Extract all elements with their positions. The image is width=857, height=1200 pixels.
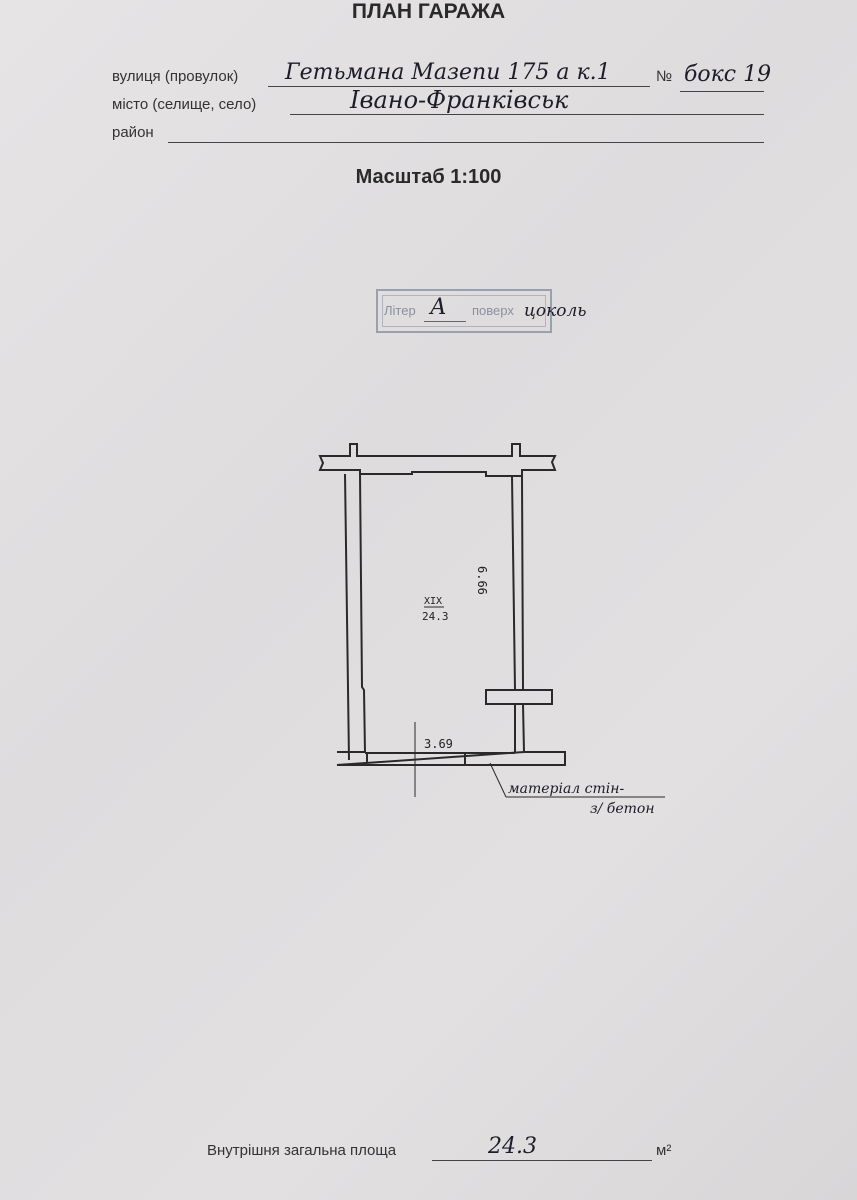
district-label: район <box>112 124 154 141</box>
stamp-letter-label: Літер <box>384 303 416 318</box>
length-dimension: 6.66 <box>475 566 489 595</box>
top-wall <box>318 443 557 477</box>
stamp: Літер А поверх цоколь <box>376 289 587 333</box>
leader-line <box>489 762 507 798</box>
street-label: вулиця (провулок) <box>112 68 239 85</box>
number-value: бокс 19 <box>684 62 772 87</box>
total-area-underline <box>432 1160 652 1161</box>
city-underline <box>290 114 764 115</box>
room-area: 24.3 <box>422 610 449 623</box>
stamp-floor-label: поверх <box>472 303 514 318</box>
wall-material-note-1: матеріал стін- <box>508 781 624 797</box>
city-label: місто (селище, село) <box>112 96 257 113</box>
right-pier <box>485 689 553 705</box>
width-dimension: 3.69 <box>424 737 453 751</box>
number-label: № <box>656 68 673 85</box>
district-underline <box>168 142 764 143</box>
area-unit: м² <box>656 1142 672 1159</box>
number-underline <box>680 91 764 92</box>
street-underline <box>268 86 650 87</box>
wall-material-note-2: з/ бетон <box>590 801 655 817</box>
stamp-floor-value: цоколь <box>524 301 587 321</box>
left-wall <box>344 473 366 761</box>
street-value: Гетьмана Мазепи 175 а к.1 <box>285 60 611 85</box>
city-value: Івано-Франківськ <box>350 86 569 114</box>
total-area-label: Внутрішня загальна площа <box>207 1142 397 1159</box>
stamp-letter-value: А <box>430 295 447 320</box>
bottom-wall <box>336 751 566 766</box>
scale-label: Масштаб 1:100 <box>355 166 502 188</box>
room-number: XIX <box>424 596 442 607</box>
right-wall <box>511 475 525 753</box>
document-title: ПЛАН ГАРАЖА <box>351 0 506 23</box>
total-area-value: 24.3 <box>488 1134 537 1159</box>
